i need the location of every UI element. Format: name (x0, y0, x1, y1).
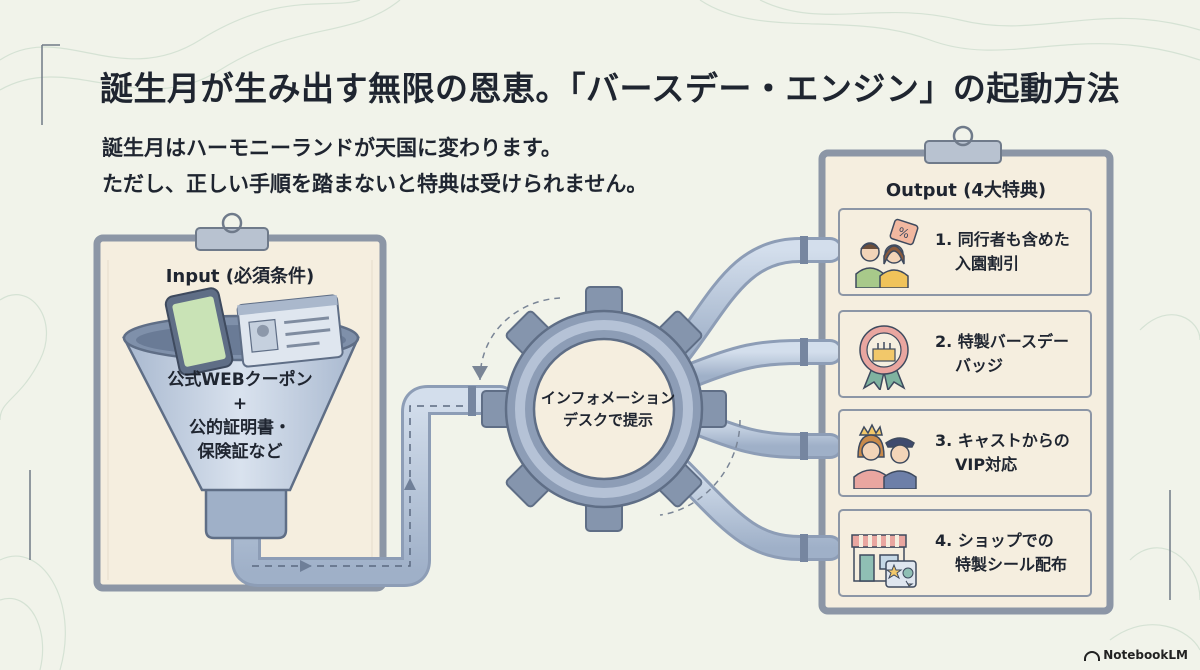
corner-brackets (29, 44, 1171, 600)
shop-sticker-icon (851, 534, 917, 588)
cast-vip-icon (853, 423, 917, 489)
benefit-label-4: 4. ショップでの 特製シール配布 (935, 531, 1068, 574)
smartphone-icon (164, 287, 234, 376)
brand-name: NotebookLM (1103, 648, 1188, 662)
birthday-badge-icon (859, 325, 909, 390)
page-title: 誕生月が生み出す無限の恩恵。「バースデー・エンジン」の起動方法 (100, 69, 1121, 108)
output-panel-label: Output (4大特典) (885, 180, 1047, 201)
notebooklm-logo-icon (1084, 650, 1101, 661)
rotation-arrows (479, 297, 741, 516)
funnel-line-2: + (232, 394, 248, 414)
engine-label: インフォメーション デスクで提示 (518, 387, 698, 431)
rotation-arrow-head (472, 366, 488, 380)
benefit-card-2: 2. 特製バースデー バッジ (838, 310, 1092, 398)
benefit-label-2: 2. 特製バースデー バッジ (935, 332, 1069, 375)
brand-watermark: NotebookLM (1084, 648, 1188, 662)
subtitle-line-2: ただし、正しい手順を踏まないと特典は受けられません。 (102, 172, 648, 196)
funnel-line-1: 公式WEBクーポン (167, 370, 313, 390)
input-panel-label: Input (必須条件) (165, 266, 315, 287)
benefit-card-4: 4. ショップでの 特製シール配布 (838, 509, 1092, 597)
companions-discount-icon: % (855, 218, 919, 288)
id-card-icon (236, 294, 344, 368)
gear-icon (481, 286, 727, 532)
funnel-line-4: 保険証など (197, 442, 283, 462)
svg-text:%: % (896, 225, 911, 242)
engine-line-1: インフォメーション (540, 389, 676, 407)
funnel-requirements: 公式WEBクーポン + 公的証明書・ 保険証など (150, 368, 330, 464)
benefit-label-1: 1. 同行者も含めた 入園割引 (935, 230, 1070, 273)
benefit-card-3: 3. キャストからの VIP対応 (838, 409, 1092, 497)
benefit-label-3: 3. キャストからの VIP対応 (935, 431, 1070, 474)
subtitle-line-1: 誕生月はハーモニーランドが天国に変わります。 (102, 136, 562, 160)
benefit-card-1: % 1. 同行者も含めた 入園割引 (838, 208, 1092, 296)
engine-line-2: デスクで提示 (562, 411, 653, 429)
funnel-line-3: 公的証明書・ (189, 418, 291, 438)
page-subtitle: 誕生月はハーモニーランドが天国に変わります。 ただし、正しい手順を踏まないと特典… (102, 130, 802, 202)
input-pipe (231, 385, 515, 587)
